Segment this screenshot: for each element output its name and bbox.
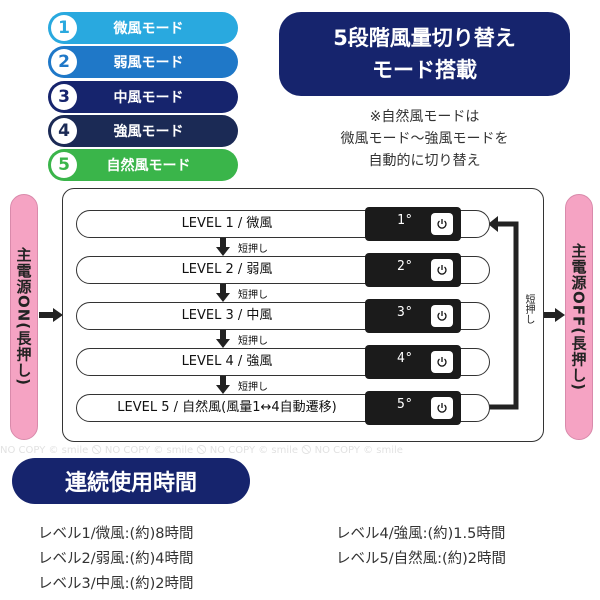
short-press-label-3: 短押し [238, 336, 268, 347]
watermark: NO COPY © smile 🛇 NO COPY © smile 🛇 NO C… [0, 445, 403, 456]
level-label-3: LEVEL 3 / 中風 [181, 308, 273, 323]
power-icon [437, 265, 447, 275]
mode-pill-1: 1 微風モード [48, 12, 238, 44]
power-icon [437, 403, 447, 413]
mode-label-3: 中風モード [113, 90, 184, 106]
power-button-5[interactable] [431, 397, 453, 419]
short-press-label-1: 短押し [238, 244, 268, 255]
power-icon [437, 357, 447, 367]
mode-label-1: 微風モード [113, 21, 184, 37]
display-readout-2: 2° [397, 259, 413, 274]
usage-item-2: レベル2/弱風:(約)4時間 [38, 551, 194, 567]
down-arrow-icon-3 [216, 330, 230, 348]
power-on-arrow-icon [39, 308, 63, 322]
power-button-3[interactable] [431, 305, 453, 327]
mode-number-3: 3 [51, 84, 77, 110]
down-arrow-icon-1 [216, 238, 230, 256]
mode-pill-4: 4 強風モード [48, 115, 238, 147]
display-readout-1: 1° [397, 213, 413, 228]
down-arrow-icon-4 [216, 376, 230, 394]
level-label-2: LEVEL 2 / 弱風 [181, 262, 273, 277]
short-press-label-4: 短押し [238, 382, 268, 393]
display-readout-3: 3° [397, 305, 413, 320]
level-display-1: 1° [365, 207, 461, 241]
level-row-2: LEVEL 2 / 弱風 2° [76, 253, 490, 287]
power-button-2[interactable] [431, 259, 453, 281]
loop-back-arrow-icon [488, 216, 519, 410]
level-display-2: 2° [365, 253, 461, 287]
usage-item-5: レベル5/自然風:(約)2時間 [336, 551, 507, 567]
headline-line-2: モード搭載 [372, 58, 477, 82]
headline-box: 5段階風量切り替え モード搭載 [279, 12, 570, 96]
usage-item-1: レベル1/微風:(約)8時間 [38, 526, 194, 542]
power-off-arrow-icon [543, 308, 565, 322]
display-readout-5: 5° [397, 397, 413, 412]
level-label-4: LEVEL 4 / 強風 [181, 354, 273, 369]
mode-number-5: 5 [51, 152, 77, 178]
level-display-5: 5° [365, 391, 461, 425]
level-label-5: LEVEL 5 / 自然風(風量1↔4自動遷移) [117, 400, 337, 415]
mode-number-2: 2 [51, 49, 77, 75]
mode-number-1: 1 [51, 15, 77, 41]
mode-label-2: 弱風モード [113, 55, 184, 71]
level-row-5: LEVEL 5 / 自然風(風量1↔4自動遷移) 5° [76, 391, 490, 425]
level-display-4: 4° [365, 345, 461, 379]
level-row-3: LEVEL 3 / 中風 3° [76, 299, 490, 333]
mode-label-4: 強風モード [113, 124, 184, 140]
level-row-1: LEVEL 1 / 微風 1° [76, 207, 490, 241]
mode-number-4: 4 [51, 118, 77, 144]
usage-title: 連続使用時間 [12, 458, 250, 504]
usage-item-3: レベル3/中風:(約)2時間 [38, 576, 194, 592]
mode-label-5: 自然風モード [106, 158, 191, 174]
power-on-label: 主電源ON(長押し) [10, 194, 38, 440]
down-arrow-icon-2 [216, 284, 230, 302]
level-row-4: LEVEL 4 / 強風 4° [76, 345, 490, 379]
display-readout-4: 4° [397, 351, 413, 366]
note-line-3: 自動的に切り替え [368, 153, 481, 169]
mode-pill-5: 5 自然風モード [48, 149, 238, 181]
mode-pill-3: 3 中風モード [48, 81, 238, 113]
power-off-label: 主電源OFF(長押し) [565, 194, 593, 440]
level-label-1: LEVEL 1 / 微風 [181, 216, 273, 231]
power-icon [437, 311, 447, 321]
power-button-4[interactable] [431, 351, 453, 373]
power-button-1[interactable] [431, 213, 453, 235]
headline-line-1: 5段階風量切り替え [333, 26, 516, 50]
loop-short-press-label: 短押し [523, 294, 534, 324]
usage-item-4: レベル4/強風:(約)1.5時間 [336, 526, 506, 542]
note-line-2: 微風モード〜強風モードを [340, 131, 509, 147]
level-display-3: 3° [365, 299, 461, 333]
note-line-1: ※自然風モードは [369, 109, 480, 125]
natural-wind-note: ※自然風モードは 微風モード〜強風モードを 自動的に切り替え [279, 106, 570, 172]
power-icon [437, 219, 447, 229]
mode-pill-2: 2 弱風モード [48, 46, 238, 78]
short-press-label-2: 短押し [238, 290, 268, 301]
